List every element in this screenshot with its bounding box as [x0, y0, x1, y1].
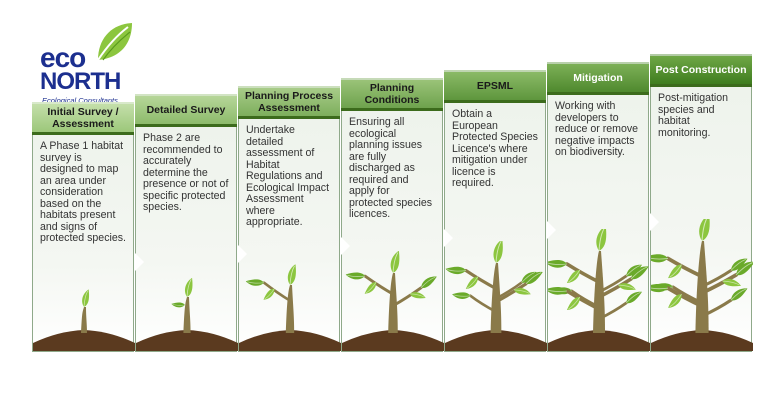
- stage-title-text: Initial Survey / Assessment: [47, 106, 119, 130]
- plant-illustration-stage-2: [136, 277, 238, 351]
- stage-7: Post Construction Post-mitigation specie…: [650, 54, 753, 352]
- stage-description: Working with developers to reduce or rem…: [555, 100, 639, 158]
- arrow-notch: [341, 237, 350, 255]
- stage-body: Ensuring all ecological planning issues …: [341, 111, 444, 352]
- stage-body: Obtain a European Protected Species Lice…: [444, 103, 547, 352]
- stage-6: Mitigation Working with developers to re…: [547, 62, 650, 352]
- stage-1: Initial Survey / Assessment A Phase 1 ha…: [32, 102, 135, 352]
- stage-title-text: EPSML: [476, 80, 514, 92]
- arrow-notch: [135, 253, 144, 271]
- stage-title: Initial Survey / Assessment: [32, 102, 134, 135]
- plant-illustration-stage-7: [651, 219, 753, 351]
- eco-north-logo[interactable]: eco NORTH Ecological Consultants: [32, 18, 142, 105]
- stage-2: Detailed Survey Phase 2 are recommended …: [135, 94, 238, 352]
- stage-body: Undertake detailed assessment of Habitat…: [238, 119, 341, 352]
- stage-body: Post-mitigation species and habitat moni…: [650, 87, 753, 352]
- stage-title: EPSML: [444, 70, 546, 103]
- plant-illustration-stage-6: [548, 229, 650, 351]
- stage-title: Detailed Survey: [135, 94, 237, 127]
- stage-4: Planning Conditions Ensuring all ecologi…: [341, 78, 444, 352]
- stage-title-text: Detailed Survey: [146, 104, 226, 116]
- arrow-notch: [444, 229, 453, 247]
- plant-illustration-stage-5: [445, 241, 547, 351]
- stage-description: A Phase 1 habitat survey is designed to …: [40, 140, 126, 244]
- stage-body: Working with developers to reduce or rem…: [547, 95, 650, 352]
- stage-title: Post Construction: [650, 54, 752, 87]
- stage-title-text: Planning Conditions: [364, 82, 420, 106]
- arrow-notch: [650, 213, 659, 231]
- plant-illustration-stage-1: [33, 289, 135, 351]
- plant-illustration-stage-4: [342, 251, 444, 351]
- stage-title: Mitigation: [547, 62, 649, 95]
- stage-description: Undertake detailed assessment of Habitat…: [246, 124, 330, 228]
- stage-title-text: Planning Process Assessment: [244, 90, 334, 114]
- plant-illustration-stage-3: [239, 264, 341, 351]
- stage-3: Planning Process Assessment Undertake de…: [238, 86, 341, 352]
- stage-title: Planning Conditions: [341, 78, 443, 111]
- logo-eco-text: eco: [40, 42, 86, 73]
- stage-5: EPSML Obtain a European Protected Specie…: [444, 70, 547, 352]
- stage-body: A Phase 1 habitat survey is designed to …: [32, 135, 135, 352]
- logo-north-text: NORTH: [40, 68, 121, 95]
- stage-body: Phase 2 are recommended to accurately de…: [135, 127, 238, 352]
- stage-description: Post-mitigation species and habitat moni…: [658, 92, 729, 139]
- arrow-notch: [238, 245, 247, 263]
- stage-description: Ensuring all ecological planning issues …: [349, 116, 433, 220]
- leaf-icon: [97, 23, 132, 61]
- stage-title-text: Post Construction: [655, 64, 747, 76]
- arrow-notch: [547, 221, 556, 239]
- stage-title: Planning Process Assessment: [238, 86, 340, 119]
- logo-subtitle: Ecological Consultants: [42, 96, 118, 105]
- stage-title-text: Mitigation: [573, 72, 623, 84]
- stage-description: Obtain a European Protected Species Lice…: [452, 108, 538, 189]
- stage-description: Phase 2 are recommended to accurately de…: [143, 132, 229, 213]
